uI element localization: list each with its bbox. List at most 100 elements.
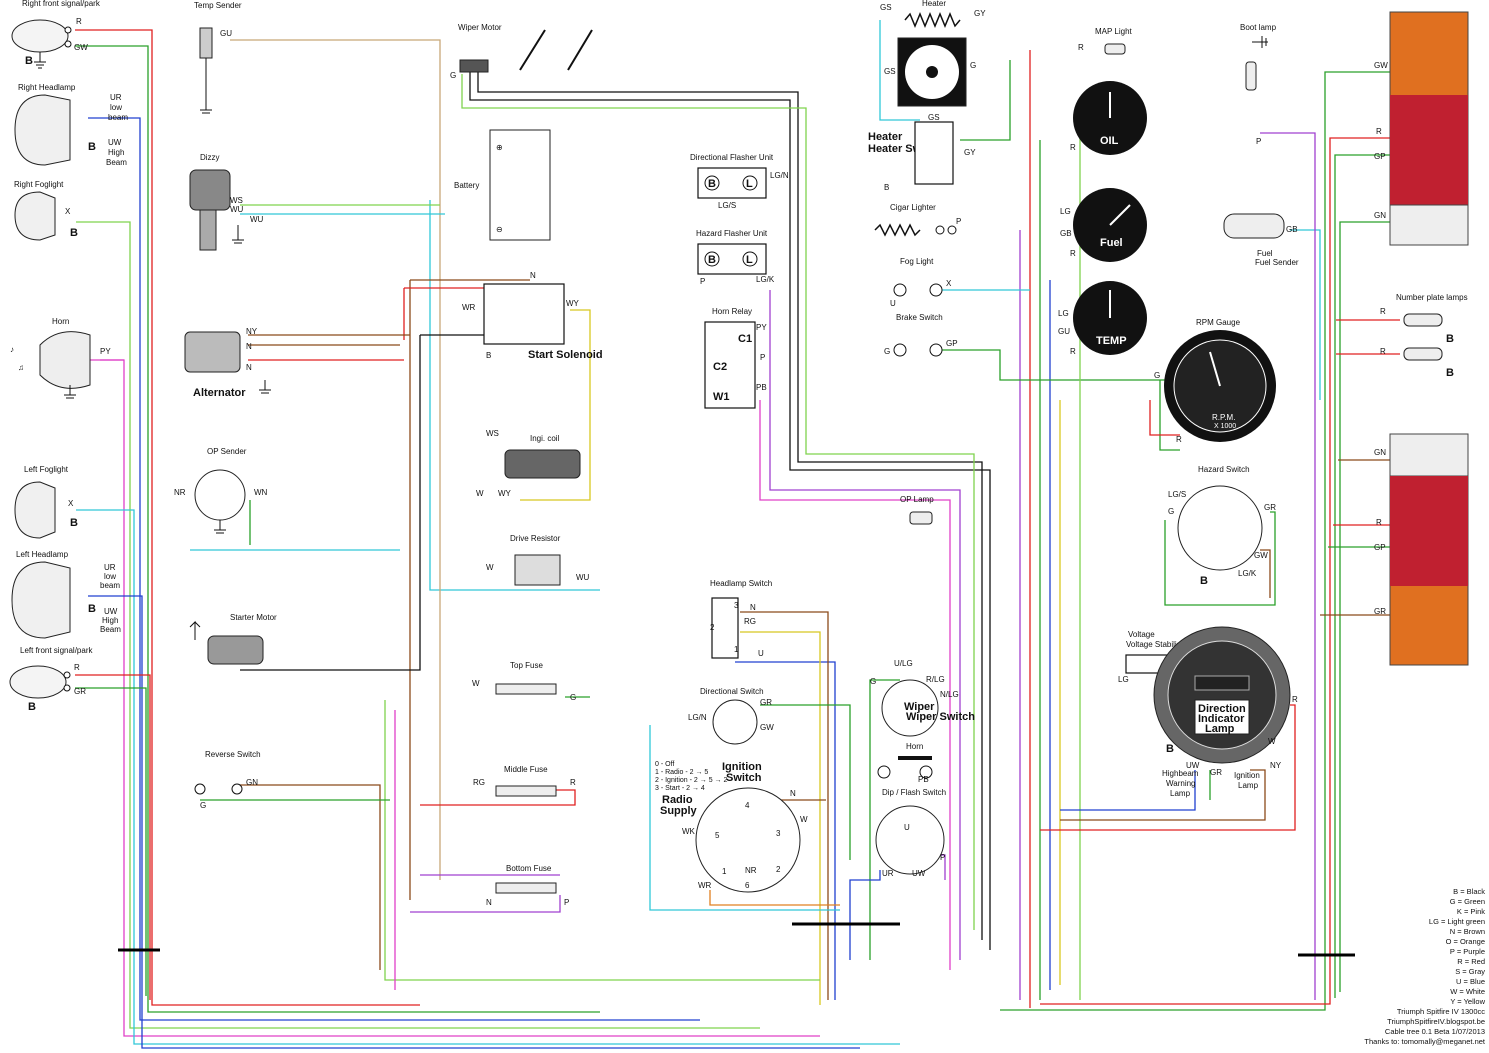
ignition-switch: Ignition Switch 0 - Off 1 - Radio - 2 → … (655, 761, 808, 893)
svg-text:GS: GS (884, 67, 896, 76)
svg-text:Ignition: Ignition (722, 761, 762, 773)
svg-text:NR: NR (174, 488, 186, 497)
svg-text:B: B (28, 701, 36, 713)
svg-text:1: 1 (734, 645, 739, 654)
svg-text:WS: WS (230, 196, 243, 205)
horn-icon (39, 331, 91, 389)
svg-text:WU: WU (576, 573, 590, 582)
svg-text:R: R (570, 778, 576, 787)
lamp-icon (1104, 43, 1126, 55)
left-front-signal-label: Left front signal/park (20, 646, 93, 655)
headlamp-switch: Headlamp Switch 321 N RG U (710, 579, 772, 659)
alternator: NY N N Alternator (184, 327, 271, 399)
left-foglight-label: Left Foglight (24, 465, 69, 474)
svg-text:LG/K: LG/K (756, 275, 775, 284)
svg-text:B: B (88, 141, 96, 153)
hazard-flasher-label: Hazard Flasher Unit (696, 229, 768, 238)
svg-text:Lamp: Lamp (1205, 723, 1235, 735)
svg-text:UW: UW (912, 869, 926, 878)
svg-text:B: B (486, 351, 491, 360)
svg-text:GU: GU (1058, 327, 1070, 336)
svg-text:low: low (110, 103, 122, 112)
svg-text:B: B (1166, 743, 1174, 755)
svg-text:R/LG: R/LG (926, 675, 945, 684)
right-front-signal: Right front signal/park R GW B (11, 0, 101, 69)
ignition-pos-3: 3 - Start - 2 → 4 (655, 785, 705, 792)
speedometer: Voltage Voltage Stabiliser LG Direction … (1118, 626, 1298, 798)
horn-relay-label: Horn Relay (712, 307, 752, 316)
brake-switch-label: Brake Switch (896, 313, 943, 322)
wiper-switch: U/LG G R/LG N/LG Wiper Wiper Switch (870, 659, 975, 737)
ground-icon (34, 52, 46, 69)
op-sender-label: OP Sender (207, 447, 247, 456)
svg-text:G: G (1154, 371, 1160, 380)
svg-text:P: P (1256, 137, 1261, 146)
middle-fuse: Middle Fuse RG R (473, 765, 576, 797)
left-foglight: Left Foglight X B (14, 465, 78, 539)
bottom-fuse: Bottom Fuse N P (486, 864, 569, 907)
horn-relay: Horn Relay C1 C2 W1 PY P PB (704, 307, 767, 409)
svg-text:LG/K: LG/K (1238, 569, 1257, 578)
svg-text:R: R (74, 663, 80, 672)
svg-text:R: R (1070, 347, 1076, 356)
ground-icon (64, 385, 76, 399)
svg-text:Wiper: Wiper (904, 701, 935, 713)
svg-text:GR: GR (74, 687, 86, 696)
fuel-sender-icon (1223, 213, 1285, 239)
svg-text:UR: UR (104, 563, 116, 572)
number-plate-label: Number plate lamps (1396, 293, 1468, 302)
svg-text:N: N (246, 342, 252, 351)
start-solenoid: WR WY N B Start Solenoid (462, 271, 603, 361)
svg-text:B: B (70, 227, 78, 239)
svg-text:G: G (1168, 507, 1174, 516)
svg-text:GR: GR (1264, 503, 1276, 512)
svg-text:GP: GP (1374, 543, 1386, 552)
lamp-icon (909, 511, 933, 525)
middle-fuse-label: Middle Fuse (504, 765, 548, 774)
svg-text:WS: WS (486, 429, 499, 438)
heater-switch: Heater Heater Switch GS GY B (868, 113, 976, 192)
wiper-motor-label: Wiper Motor (458, 23, 502, 32)
svg-text:GY: GY (974, 9, 986, 18)
rpm-face-label: R.P.M. (1212, 413, 1235, 422)
svg-text:X: X (946, 279, 952, 288)
svg-text:UR: UR (882, 869, 894, 878)
svg-text:R: R (1380, 307, 1386, 316)
svg-text:G: G (870, 677, 876, 686)
legend-item: B = Black (1453, 887, 1485, 896)
svg-text:L: L (746, 254, 753, 266)
svg-text:L: L (746, 178, 753, 190)
fog-light-switch: Fog Light X U (890, 257, 952, 308)
svg-text:⊖: ⊖ (496, 225, 503, 234)
svg-text:N: N (486, 898, 492, 907)
dip-flash-label: Dip / Flash Switch (882, 788, 946, 797)
svg-text:G: G (884, 347, 890, 356)
svg-text:PB: PB (756, 383, 767, 392)
ignition-pos-1: 1 - Radio - 2 → 5 (655, 769, 708, 776)
svg-text:2: 2 (776, 865, 781, 874)
dir-flasher-label: Directional Flasher Unit (690, 153, 774, 162)
cigar-lighter: Cigar Lighter P (874, 203, 961, 237)
svg-text:WY: WY (498, 489, 512, 498)
ign-coil-label: Ingi. coil (530, 434, 560, 443)
svg-text:WK: WK (682, 827, 696, 836)
switch-icon (881, 679, 939, 737)
headlamp-icon (11, 561, 71, 639)
svg-text:B: B (884, 183, 889, 192)
svg-text:Lamp: Lamp (1238, 781, 1259, 790)
svg-text:2: 2 (710, 623, 715, 632)
svg-text:WU: WU (250, 215, 264, 224)
svg-text:Highbeam: Highbeam (1162, 769, 1199, 778)
legend-item: R = Red (1457, 957, 1485, 966)
coil-icon (504, 449, 581, 479)
svg-text:5: 5 (715, 831, 720, 840)
svg-text:GP: GP (946, 339, 958, 348)
horn-left: Horn ♪ ♫ PY (10, 317, 111, 399)
svg-text:Beam: Beam (100, 625, 121, 634)
switch-icon (711, 597, 739, 659)
svg-text:NY: NY (246, 327, 258, 336)
svg-text:WY: WY (566, 299, 580, 308)
legend-item: K = Pink (1456, 907, 1485, 916)
ignition-pos-0: 0 - Off (655, 761, 674, 768)
temp-gauge-label: TEMP (1096, 335, 1127, 347)
